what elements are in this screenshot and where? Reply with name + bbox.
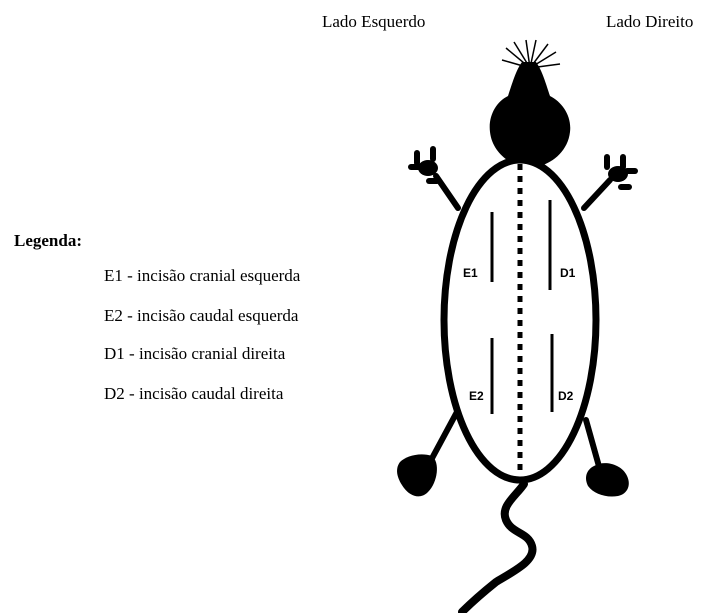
hind-left-paw xyxy=(397,454,437,496)
incision-label-e1: E1 xyxy=(463,266,478,280)
front-left-paw xyxy=(408,146,440,184)
hind-right-leg xyxy=(586,420,600,470)
incision-label-e2: E2 xyxy=(469,389,484,403)
hind-left-leg xyxy=(430,410,458,462)
incision-label-d1: D1 xyxy=(560,266,576,280)
rat-tail xyxy=(462,484,533,612)
hind-right-paw xyxy=(586,463,629,496)
rat-head xyxy=(490,62,571,166)
front-right-leg xyxy=(584,180,610,208)
incision-label-d2: D2 xyxy=(558,389,574,403)
